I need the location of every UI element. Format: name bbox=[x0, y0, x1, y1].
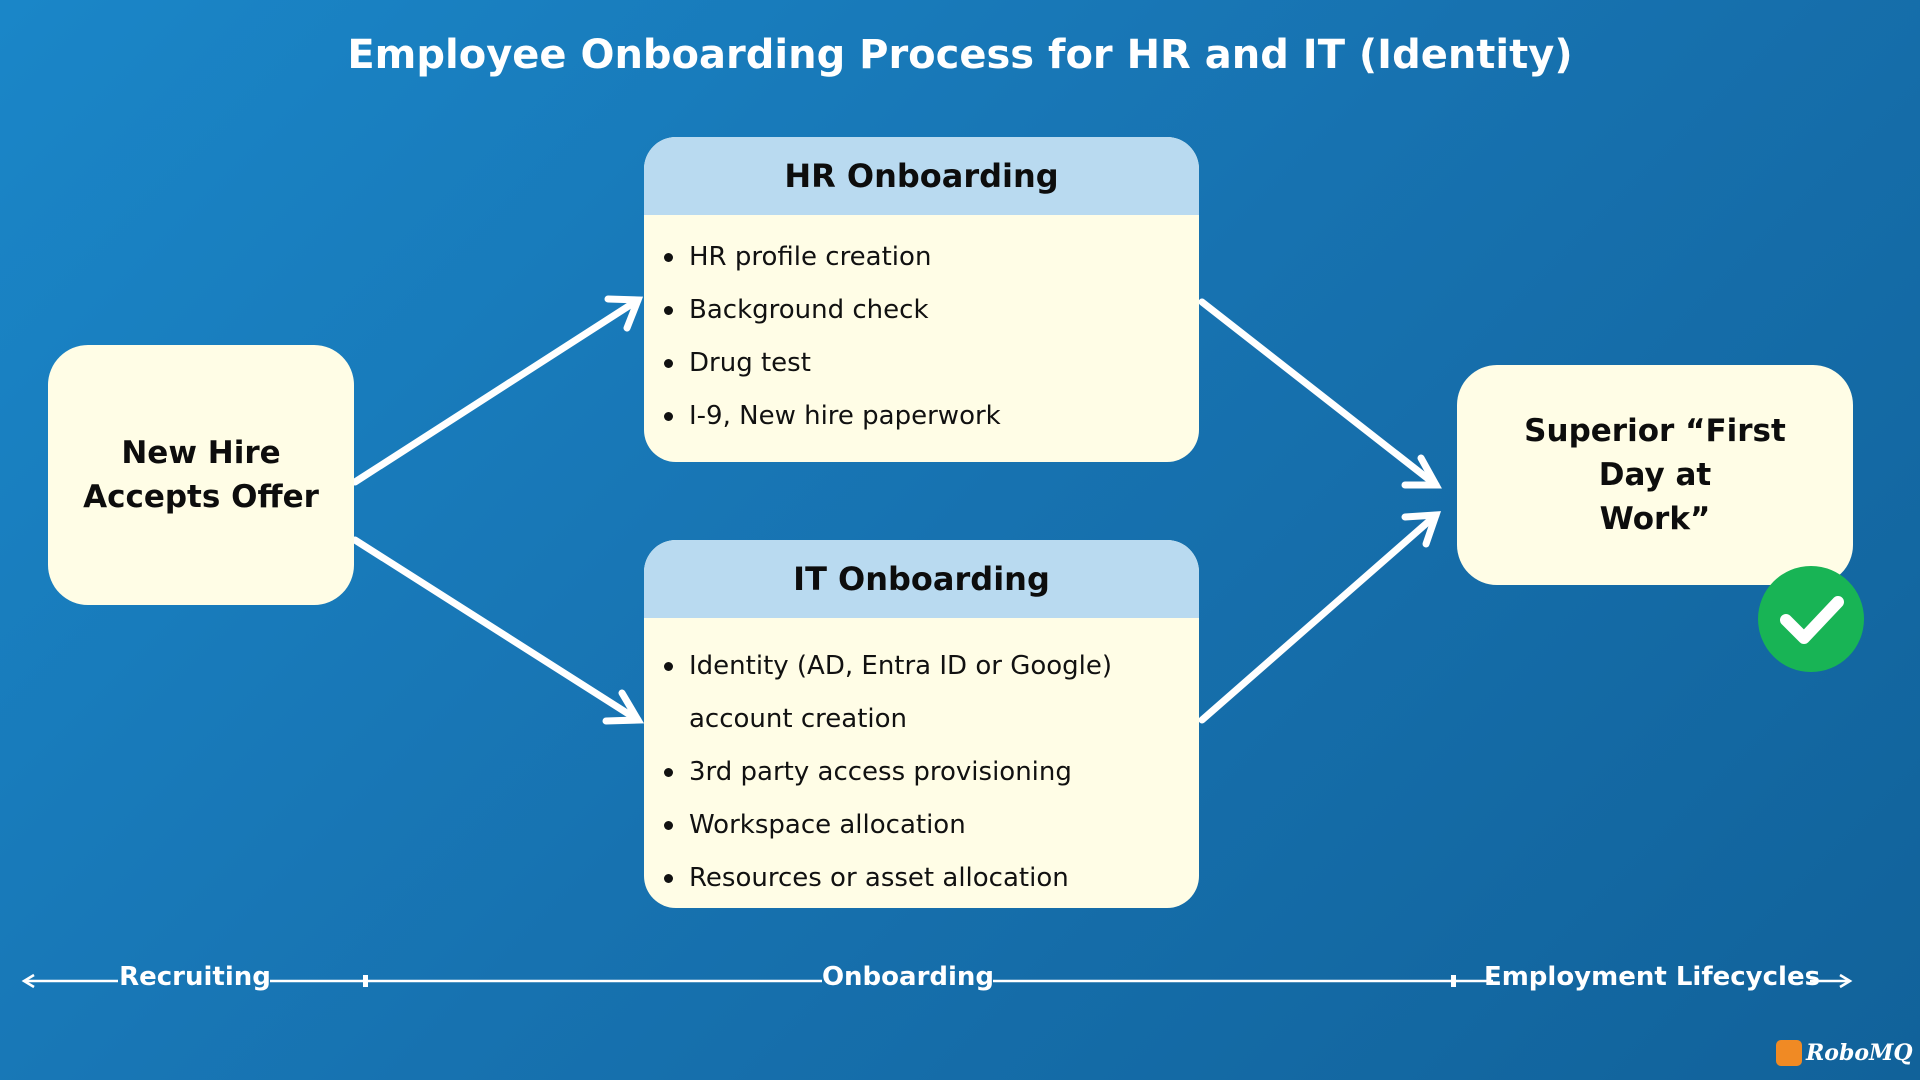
timeline-onboarding: Onboarding bbox=[821, 962, 995, 992]
page-title: Employee Onboarding Process for HR and I… bbox=[347, 32, 1573, 78]
hr-item-drug-test: Drug test bbox=[664, 337, 1199, 390]
arrow-hr-to-end bbox=[1198, 298, 1440, 489]
cloud-robot-icon bbox=[1776, 1040, 1802, 1066]
timeline-tick-2 bbox=[1451, 975, 1456, 987]
timeline-line bbox=[21, 973, 1853, 989]
it-item-identity-line1: Identity (AD, Entra ID or Google) bbox=[689, 651, 1113, 681]
arrowhead-hr bbox=[604, 295, 644, 332]
it-item-resources: Resources or asset allocation bbox=[664, 852, 1199, 905]
timeline-recruiting: Recruiting bbox=[119, 962, 271, 992]
timeline-tick-1 bbox=[363, 975, 368, 987]
hr-onboarding-panel: HR Onboarding HR profile creation Backgr… bbox=[644, 137, 1199, 462]
timeline-employment-lifecycles: Employment Lifecycles bbox=[1483, 962, 1821, 992]
arrow-to-hr bbox=[351, 296, 642, 486]
hr-item-profile: HR profile creation bbox=[664, 231, 1199, 284]
robomq-logo: RoboMQ bbox=[1776, 1040, 1913, 1066]
it-item-identity-line2: account creation bbox=[689, 704, 907, 734]
arrowhead-end-top bbox=[1401, 454, 1442, 489]
new-hire-line1: New Hire bbox=[121, 435, 281, 471]
arrow-to-it bbox=[351, 536, 642, 724]
it-item-third-party: 3rd party access provisioning bbox=[664, 746, 1199, 799]
first-day-line2: Work” bbox=[1599, 501, 1711, 537]
it-onboarding-heading: IT Onboarding bbox=[644, 540, 1199, 618]
it-onboarding-panel: IT Onboarding Identity (AD, Entra ID or … bbox=[644, 540, 1199, 908]
it-item-identity: Identity (AD, Entra ID or Google) accoun… bbox=[664, 640, 1199, 746]
new-hire-line2: Accepts Offer bbox=[83, 479, 319, 515]
new-hire-card: New Hire Accepts Offer bbox=[48, 345, 354, 605]
arrowhead-it bbox=[602, 689, 645, 725]
arrowhead-end-bottom bbox=[1401, 511, 1442, 548]
it-onboarding-list: Identity (AD, Entra ID or Google) accoun… bbox=[644, 618, 1199, 905]
first-day-card: Superior “First Day at Work” bbox=[1457, 365, 1853, 585]
hr-onboarding-heading: HR Onboarding bbox=[644, 137, 1199, 215]
check-circle-icon bbox=[1758, 566, 1864, 672]
hr-item-background: Background check bbox=[664, 284, 1199, 337]
arrow-it-to-end bbox=[1198, 511, 1440, 724]
it-item-workspace: Workspace allocation bbox=[664, 799, 1199, 852]
first-day-line1: Superior “First Day at bbox=[1524, 413, 1786, 493]
robomq-logo-text: RoboMQ bbox=[1806, 1040, 1913, 1066]
hr-onboarding-list: HR profile creation Background check Dru… bbox=[644, 215, 1199, 443]
hr-item-paperwork: I-9, New hire paperwork bbox=[664, 390, 1199, 443]
